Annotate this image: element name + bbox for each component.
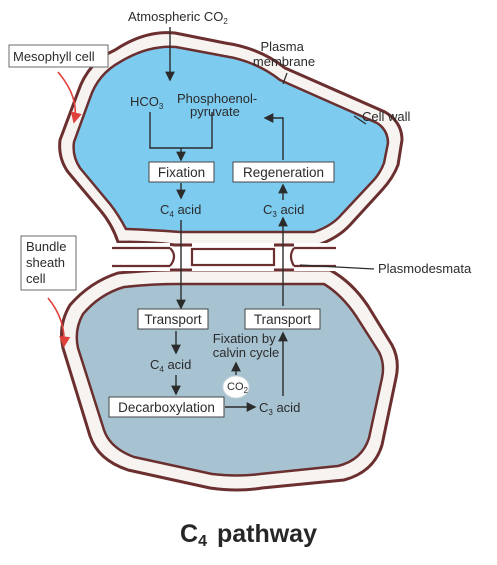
plasma-membrane-pointer bbox=[282, 72, 288, 85]
transport-left-label: Transport bbox=[144, 312, 202, 327]
decarboxylation-label: Decarboxylation bbox=[118, 400, 215, 415]
fixation-by-calvin-cycle-label: Fixation by calvin cycle bbox=[213, 331, 280, 360]
cell-wall-pointer bbox=[353, 115, 367, 125]
fixation-box bbox=[148, 161, 215, 183]
transport-right-label: Transport bbox=[254, 312, 312, 327]
regeneration-box bbox=[232, 161, 335, 183]
bundle-sheath-cell-label: Bundle sheath cell bbox=[26, 239, 70, 286]
fixation-label: Fixation bbox=[158, 165, 205, 180]
bundle-sheath-pointer-arrow bbox=[47, 297, 71, 348]
plasmodesmata-pointer bbox=[299, 264, 375, 270]
transport-right-box bbox=[244, 308, 321, 330]
regeneration-to-pep-arrow bbox=[263, 113, 284, 160]
plasmodesmata-channels bbox=[112, 243, 336, 271]
phosphoenolpyruvate-label: Phosphoenol- pyruvate bbox=[177, 91, 261, 119]
mesophyll-label-box bbox=[8, 44, 109, 68]
decarboxylation-box bbox=[108, 396, 225, 418]
regeneration-label: Regeneration bbox=[243, 165, 324, 180]
bundle-c4-acid-label: C4 acid bbox=[150, 357, 191, 374]
transport-left-box bbox=[137, 308, 209, 330]
bundle-sheath-label-box bbox=[20, 235, 77, 291]
hco3-label: HCO3 bbox=[130, 94, 164, 111]
mesophyll-plasma-membrane bbox=[72, 45, 390, 234]
plasma-membrane-label: Plasma membrane bbox=[253, 39, 315, 69]
co2-bubble bbox=[222, 375, 250, 399]
cell-wall-label: Cell wall bbox=[362, 109, 411, 124]
bundle-c3-acid-label: C3 acid bbox=[259, 400, 300, 417]
plasmodesmata-label: Plasmodesmata bbox=[378, 261, 472, 276]
mesophyll-cell-label: Mesophyll cell bbox=[13, 49, 95, 64]
co2-label: CO2 bbox=[227, 381, 249, 395]
substrates-to-fixation-arrow bbox=[149, 112, 213, 160]
atmospheric-co2-label: Atmospheric CO2 bbox=[128, 9, 228, 26]
mesophyll-c4-acid-label: C4 acid bbox=[160, 202, 201, 219]
mesophyll-c3-acid-label: C3 acid bbox=[263, 202, 304, 219]
mesophyll-pointer-arrow bbox=[57, 71, 82, 124]
